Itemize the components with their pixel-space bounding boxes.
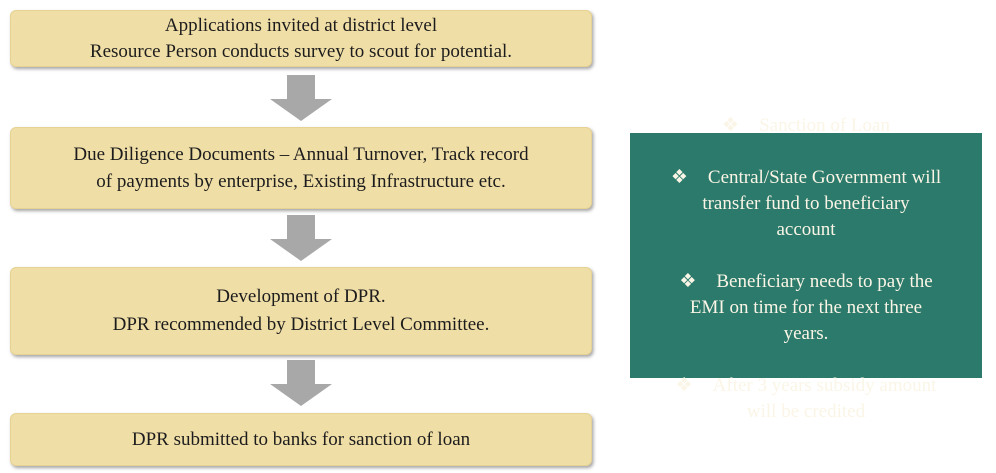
down-arrow-icon bbox=[270, 215, 332, 261]
panel-item-emi-payment: ❖Beneficiary needs to pay the EMI on tim… bbox=[638, 243, 974, 347]
flow-step-applications-invited: Applications invited at district level R… bbox=[10, 10, 592, 67]
panel-item-text: Central/State Government will transfer f… bbox=[702, 166, 942, 240]
panel-item-sanction-of-loan: ❖ Sanction of Loan bbox=[638, 87, 974, 139]
panel-item-fund-transfer: ❖ Central/State Government will transfer … bbox=[638, 139, 974, 243]
diamond-bullet-icon: ❖ bbox=[670, 166, 688, 188]
down-arrow-icon bbox=[270, 75, 332, 121]
loan-sanction-panel: ❖ Sanction of Loan ❖ Central/State Governm… bbox=[630, 115, 982, 422]
panel-item-text: After 3 years subsidy amount will be cre… bbox=[712, 374, 937, 422]
flow-step-dpr-development: Development of DPR. DPR recommended by D… bbox=[10, 267, 592, 355]
flow-step-dpr-submitted: DPR submitted to banks for sanction of l… bbox=[10, 413, 592, 466]
panel-item-text: Sanction of Loan bbox=[759, 114, 890, 136]
down-arrow-icon bbox=[270, 360, 332, 406]
diamond-bullet-icon: ❖ bbox=[675, 374, 693, 396]
panel-item-subsidy-credit: ❖ After 3 years subsidy amount will be cr… bbox=[638, 347, 974, 425]
diamond-bullet-icon: ❖ bbox=[722, 114, 740, 136]
flow-step-due-diligence: Due Diligence Documents – Annual Turnove… bbox=[10, 127, 592, 209]
panel-item-text: Beneficiary needs to pay the EMI on time… bbox=[689, 270, 933, 344]
diamond-bullet-icon: ❖ bbox=[679, 270, 697, 292]
